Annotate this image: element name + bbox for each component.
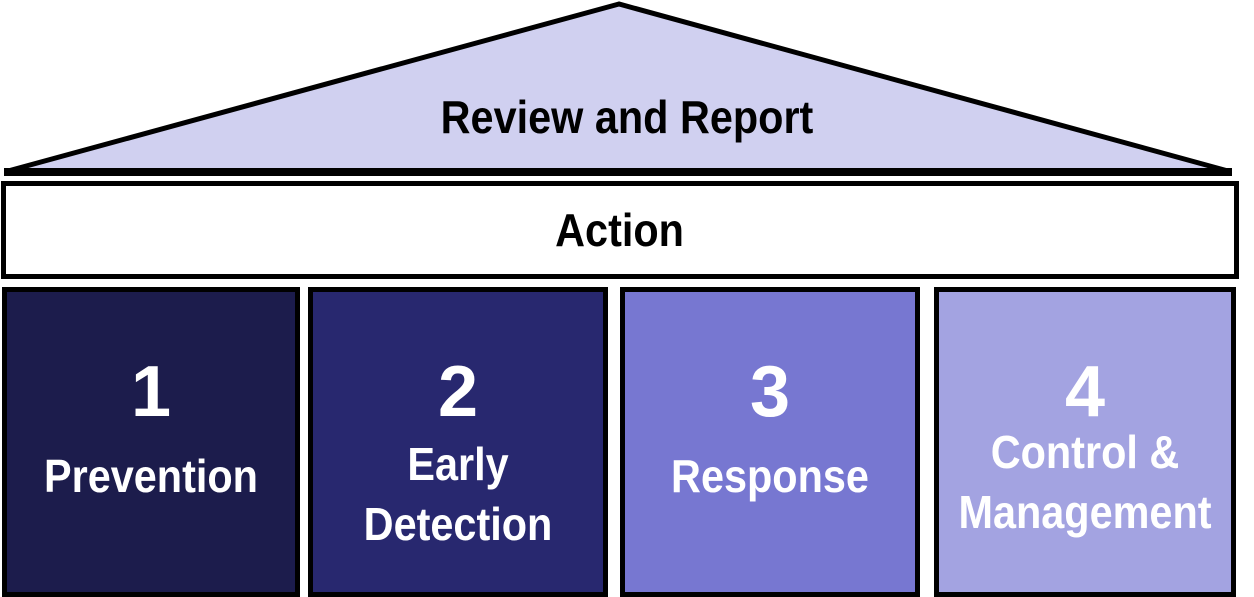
pillar-early-detection-number: 2	[437, 352, 479, 432]
pillar-control-management-label-line2: Management	[958, 486, 1212, 538]
pillar-prevention-label: Prevention	[44, 450, 258, 502]
pillar-control-management-label-line1: Control &	[990, 426, 1180, 478]
pillar-control-management: 4 Control & Management	[934, 287, 1236, 597]
pillar-prevention-number: 1	[130, 352, 172, 432]
pillar-early-detection-label-line2: Detection	[363, 498, 553, 550]
pillar-early-detection: 2 Early Detection	[308, 287, 608, 597]
pillar-response: 3 Response	[620, 287, 920, 597]
action-beam: Action	[1, 181, 1239, 279]
pillar-response-label: Response	[671, 450, 869, 502]
roof-base-line	[4, 168, 1232, 176]
pillar-early-detection-label-line1: Early	[407, 438, 509, 490]
pillar-response-number: 3	[749, 352, 791, 432]
roof	[4, 1, 1232, 176]
roof-label: Review and Report	[440, 91, 814, 143]
pillar-control-management-number: 4	[1064, 352, 1106, 432]
pillar-prevention: 1 Prevention	[2, 287, 300, 597]
action-beam-label: Action	[555, 204, 685, 256]
